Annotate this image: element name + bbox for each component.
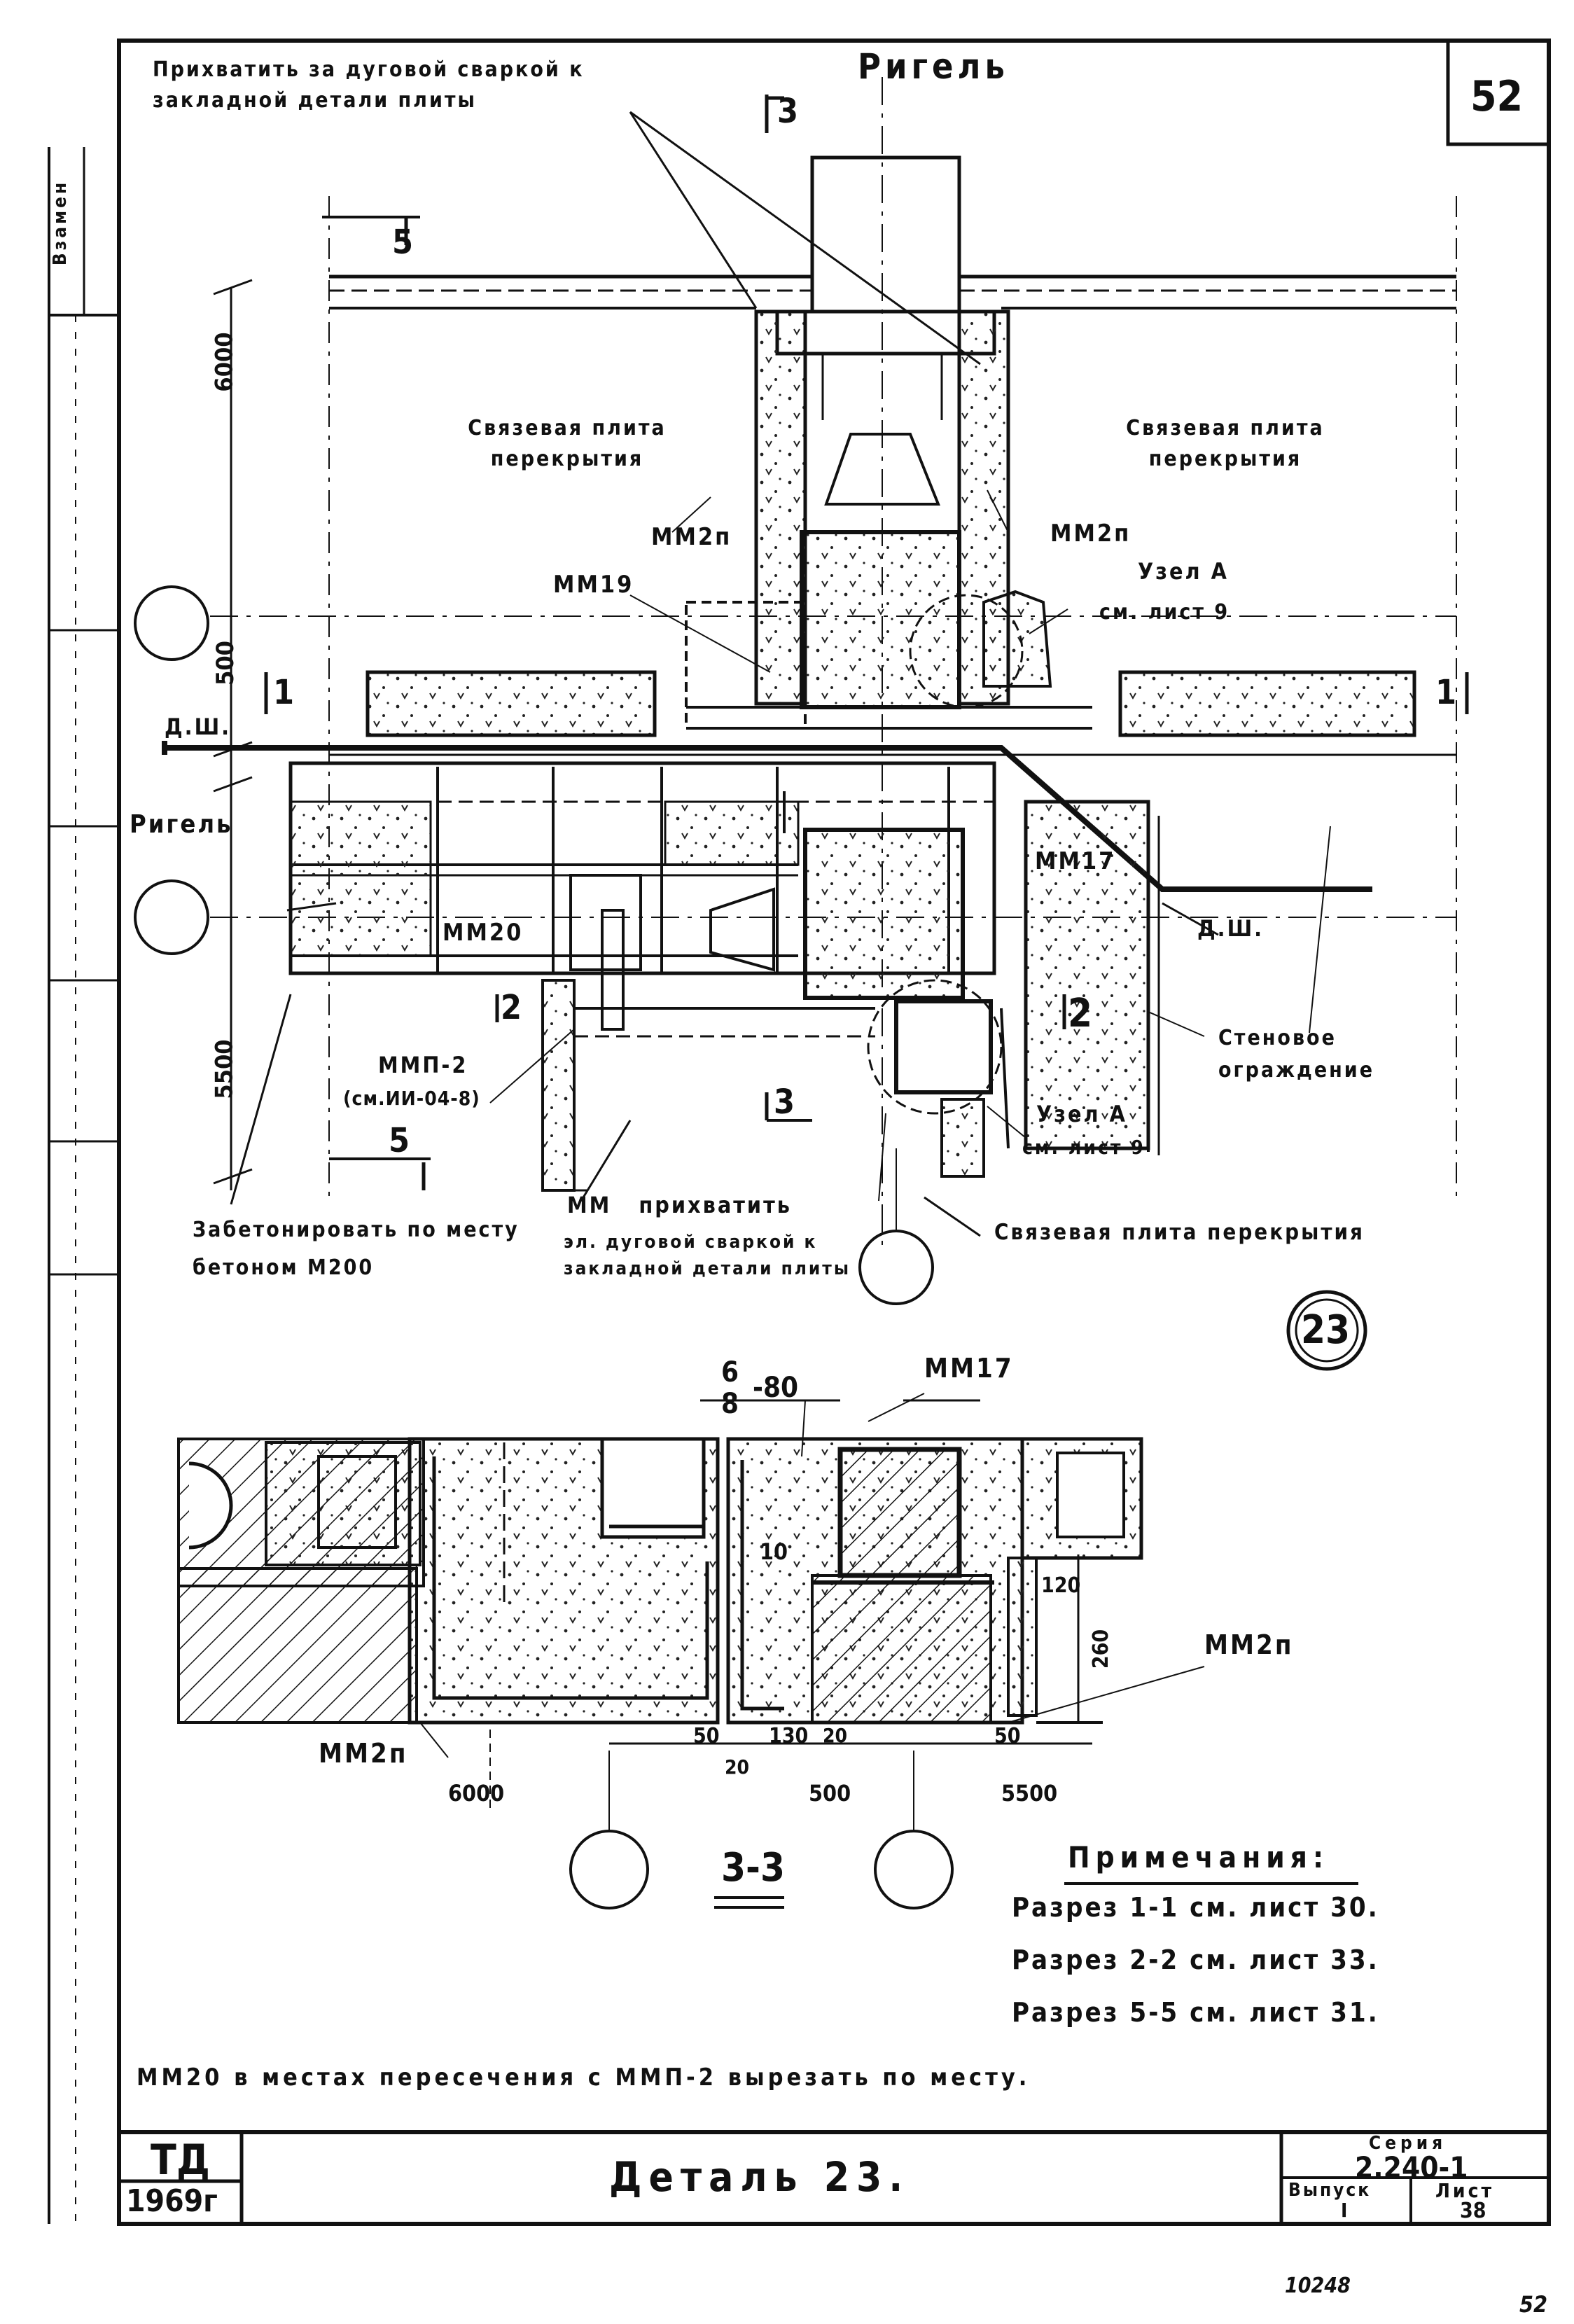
sec-dim-6000: 6000: [448, 1780, 505, 1807]
sec-frac-tail: -80: [753, 1372, 799, 1404]
mmp2-label: ММП-2: [378, 1052, 468, 1078]
sec-frac-top: 6: [721, 1356, 739, 1389]
section-mark-3-bottom: 3: [774, 1083, 795, 1122]
sec-dim-50a: 50: [693, 1724, 720, 1748]
sec-mm2p-left: ММ2п: [319, 1738, 408, 1769]
section-3-3: [177, 1393, 1358, 1909]
node-a-bottom-ref: см. лист 9: [1022, 1136, 1145, 1159]
sec-dim-50b: 50: [994, 1724, 1021, 1748]
top-weld-note: Прихватить за дуговой сваркой к закладно…: [153, 57, 585, 113]
mm2p-right-label: ММ2п: [1050, 520, 1131, 548]
concrete-note: Забетонировать по месту бетоном М200: [193, 1218, 520, 1280]
sec-mm17: ММ17: [924, 1353, 1014, 1384]
mm2p-left-label: ММ2п: [651, 523, 732, 551]
org-label: ТД: [151, 2136, 210, 2185]
detail-bubble: [1286, 1290, 1367, 1371]
dsh-right-label: Д.Ш.: [1197, 915, 1265, 942]
svyaz-plate-left-label: Связевая плита перекрытия: [468, 416, 667, 471]
sec-dim-130: 130: [769, 1724, 809, 1748]
dim-6000: 6000: [210, 332, 239, 392]
node-a-top-label: Узел А: [1138, 558, 1229, 585]
mm-weld-note-a: ММ прихватить: [567, 1192, 792, 1218]
plan-detail: [134, 77, 1469, 1305]
section-mark-2-left: 2: [501, 988, 522, 1027]
mm17-label: ММ17: [1035, 847, 1116, 875]
footer-right: 52: [1519, 2291, 1548, 2318]
mm-weld-note-b: эл. дуговой сваркой к закладной детали п…: [564, 1232, 851, 1279]
riegel-left-label: Ригель: [130, 810, 233, 839]
side-stamp: Взамен: [50, 179, 71, 266]
series-value: 2.240-1: [1355, 2150, 1468, 2185]
section-mark-1-right: 1: [1435, 673, 1457, 712]
section-mark-5-bottom: 5: [389, 1121, 410, 1160]
section-name: 3-3: [721, 1845, 786, 1891]
section-mark-2-right: 2: [1068, 991, 1093, 1036]
wall-fence-label: Стеновое ограждение: [1218, 1026, 1375, 1083]
sec-dim-5500: 5500: [1001, 1780, 1058, 1807]
sheet-value: 38: [1460, 2199, 1486, 2223]
sheet-frame: [48, 39, 1551, 2226]
section-mark-1-left: 1: [273, 673, 295, 712]
sec-dim-500: 500: [809, 1780, 851, 1807]
issue-label: Выпуск: [1288, 2180, 1372, 2201]
title-block-frame: [119, 2130, 1549, 2224]
note-2: Разрез 2-2 см. лист 33.: [1012, 1944, 1379, 1975]
detail-number: 23: [1301, 1307, 1351, 1353]
sec-frac-bot: 8: [721, 1388, 739, 1420]
dim-500: 500: [211, 641, 239, 686]
section-mark-5-top: 5: [392, 223, 414, 262]
section-mark-3-top: 3: [777, 92, 799, 131]
node-a-top-ref: см. лист 9: [1099, 600, 1230, 625]
sec-dim-120: 120: [1041, 1573, 1081, 1598]
sec-dim-20a: 20: [823, 1724, 848, 1747]
svyaz-plate-right-label: Связевая плита перекрытия: [1126, 416, 1325, 471]
series-label: Серия: [1369, 2133, 1447, 2154]
sec-dim-10: 10: [760, 1538, 788, 1565]
sec-dim-260: 260: [1089, 1629, 1114, 1669]
cut-note: ММ20 в местах пересечения с ММП-2 выреза…: [137, 2064, 1031, 2092]
mm20-label: ММ20: [443, 919, 524, 947]
dim-5500: 5500: [210, 1039, 239, 1099]
notes-title: Примечания:: [1068, 1840, 1330, 1874]
footer-left: 10248: [1285, 2274, 1351, 2298]
sec-mm2p-right: ММ2п: [1204, 1629, 1294, 1660]
note-1: Разрез 1-1 см. лист 30.: [1012, 1892, 1379, 1923]
sec-dim-20b: 20: [725, 1755, 750, 1779]
riegel-top-label: Ригель: [858, 46, 1009, 87]
drawing-title: Деталь 23.: [609, 2153, 910, 2201]
sheet-number: 52: [1470, 72, 1524, 121]
dsh-left-label: Д.Ш.: [165, 714, 232, 740]
sheet-label: Лист: [1435, 2179, 1495, 2202]
year-label: 1969г: [126, 2183, 218, 2219]
issue-value: I: [1341, 2199, 1348, 2222]
node-a-bottom-label: Узел А: [1036, 1101, 1127, 1127]
note-3: Разрез 5-5 см. лист 31.: [1012, 1997, 1379, 2028]
mmp2-ref: (см.ИИ-04-8): [343, 1087, 480, 1110]
mm19-label: ММ19: [553, 571, 634, 599]
svyaz-plate-bottom-label: Связевая плита перекрытия: [994, 1220, 1365, 1245]
